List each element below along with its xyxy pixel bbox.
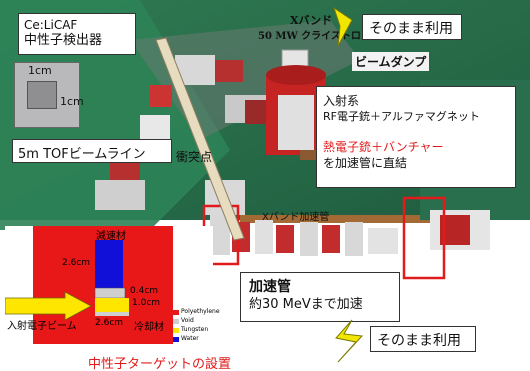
injection-callout: 入射系 RF電子銃＋アルファマグネット 熱電子銃＋バンチャー を加速管に直結 (316, 86, 516, 188)
tof-beamline-label: 5m TOFビームライン (12, 139, 172, 163)
detector-dim-top: 1cm (28, 64, 52, 77)
dim-width-label: 2.6cm (95, 318, 124, 328)
legend-label-water: Water (181, 335, 199, 342)
collision-point-label: 衝突点 (176, 150, 213, 164)
legend-swatch-water (173, 337, 179, 342)
detector-title-line1: Ce:LiCAF (24, 18, 78, 32)
injection-line1: 入射系 (323, 94, 360, 108)
coolant-label: 冷却材 (134, 322, 164, 333)
yellow-arrow-icon-bottom (335, 319, 364, 363)
beam-label: 入射電子ビーム (7, 321, 77, 332)
xband-accel-label: Xバンド加速管 (262, 212, 330, 223)
injection-line4: を加速管に直結 (323, 156, 408, 170)
accelerator-title: 加速管 (249, 279, 291, 295)
injection-line3: 熱電子銃＋バンチャー (323, 140, 444, 154)
dim-target-label: 1.0cm (132, 298, 161, 308)
injection-line2: RF電子銃＋アルファマグネット (323, 110, 480, 123)
yellow-arrow-icon-top (333, 6, 353, 47)
reuse-label-top: そのまま利用 (362, 14, 462, 40)
beam-dump-label: ビームダンプ (352, 52, 430, 71)
legend-swatch-void (173, 319, 179, 324)
legend-swatch-polyethylene (173, 310, 179, 315)
klystron-label-line1: Xバンド (290, 14, 333, 27)
dim-height-label: 2.6cm (62, 258, 91, 268)
detector-crystal (27, 81, 57, 109)
legend-label-polyethylene: Polyethylene (181, 308, 220, 315)
target-schematic (5, 226, 213, 344)
detector-dim-side: 1cm (60, 95, 84, 108)
reuse-label-bottom: そのまま利用 (370, 326, 476, 352)
klystron-label-line2: 50 MW クライストロン (258, 31, 371, 42)
accelerator-callout: 加速管 約30 MeVまで加速 (240, 272, 400, 322)
moderator-label: 減速材 (96, 231, 126, 242)
detector-callout: Ce:LiCAF 中性子検出器 (18, 13, 136, 55)
legend-swatch-tungsten (173, 328, 179, 333)
detector-title-line2: 中性子検出器 (24, 33, 103, 48)
detector-crystal-photo (14, 62, 80, 128)
accelerator-sub: 約30 MeVまで加速 (249, 297, 363, 312)
legend-label-void: Void (181, 317, 194, 324)
target-caption: 中性子ターゲットの設置 (88, 357, 232, 371)
legend-label-tungsten: Tungsten (181, 326, 209, 333)
dim-thin-label: 0.4cm (130, 286, 159, 296)
